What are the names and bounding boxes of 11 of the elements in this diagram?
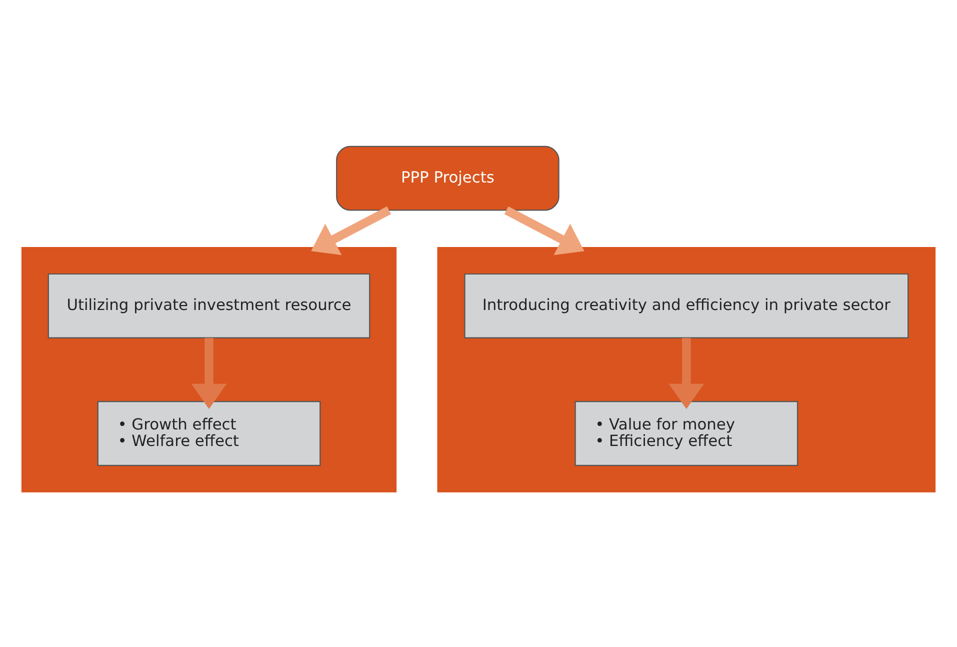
- node-box: • Growth effect • Welfare effect: [97, 401, 321, 466]
- arrow: [668, 338, 704, 409]
- node-box: • Value for money • Efficiency effect: [574, 401, 798, 466]
- cluster: [437, 247, 936, 492]
- arrow: [504, 206, 584, 256]
- node-box: PPP Projects: [336, 146, 560, 211]
- cluster: [21, 247, 397, 492]
- node-box: Introducing creativity and efficiency in private sector: [464, 273, 909, 338]
- node-box: Utilizing private investment resource: [48, 273, 370, 338]
- arrow: [191, 338, 227, 409]
- arrow: [311, 206, 392, 256]
